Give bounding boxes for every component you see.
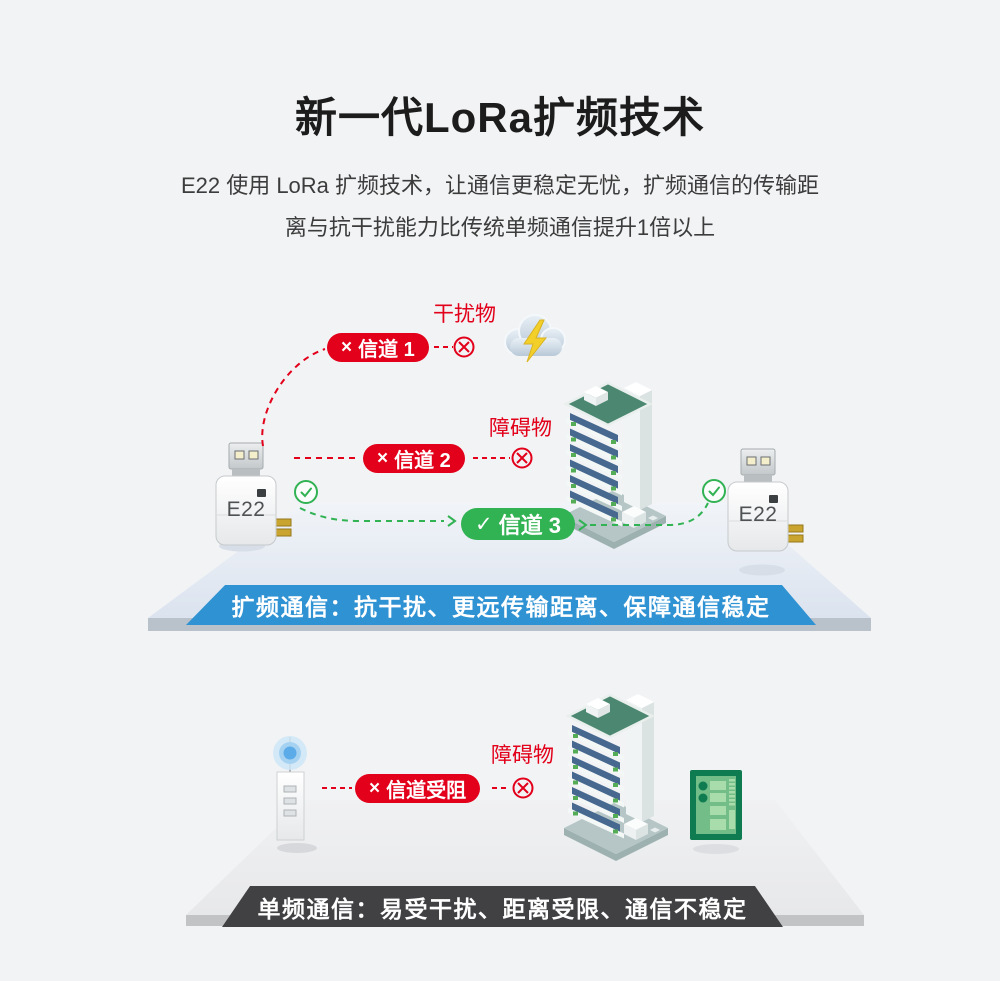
channel-3-pill: ✓ 信道 3 — [461, 508, 575, 540]
interference-cloud-icon — [504, 314, 566, 363]
channel3-arrow-left — [447, 515, 457, 527]
channel-2-pill: × 信道 2 — [363, 444, 465, 473]
obstacle-label-1: 障碍物 — [489, 417, 552, 440]
page-title: 新一代LoRa扩频技术 — [294, 94, 705, 141]
channel3-path-right — [590, 502, 709, 526]
channel-2-label: 信道 2 — [394, 450, 451, 472]
device-right-label: E22 — [738, 503, 778, 526]
blocked-icon-single — [512, 777, 534, 799]
channel3-arrow-right — [578, 519, 588, 531]
tower-shadow — [277, 843, 317, 853]
blocked-icon-channel2 — [511, 447, 533, 469]
obstacle-label-2: 障碍物 — [491, 744, 554, 767]
blocked-channel-label: 信道受阻 — [386, 780, 467, 802]
device-left-label: E22 — [226, 498, 266, 521]
intro-line-2: 离与抗干扰能力比传统单频通信提升1倍以上 — [284, 215, 716, 240]
single-banner: 单频通信：易受干扰、距离受限、通信不稳定 — [222, 886, 783, 927]
single-banner-text: 单频通信：易受干扰、距离受限、通信不稳定 — [257, 895, 748, 922]
interference-label: 干扰物 — [433, 303, 496, 326]
building-icon — [562, 382, 666, 549]
blocked-icon-channel1 — [453, 336, 475, 358]
intro-line-1: E22 使用 LoRa 扩频技术，让通信更稳定无忧，扩频通信的传输距 — [180, 173, 820, 198]
spread-banner: 扩频通信：抗干扰、更远传输距离、保障通信稳定 — [186, 585, 816, 625]
channel1-path — [261, 348, 326, 447]
antenna-tower-icon — [273, 736, 307, 841]
check-icon: ✓ — [475, 512, 493, 536]
pcb-shadow — [693, 844, 739, 854]
channel-3-label: 信道 3 — [498, 513, 561, 538]
cross-icon: × — [369, 778, 381, 799]
cross-icon: × — [341, 337, 353, 358]
blocked-channel-pill: × 信道受阻 — [355, 774, 481, 803]
pcb-module-icon — [690, 770, 742, 840]
e22-device-right — [727, 448, 804, 552]
intro-text: E22 使用 LoRa 扩频技术，让通信更稳定无忧，扩频通信的传输距 离与抗干扰… — [0, 165, 1000, 249]
e22-device-left — [215, 442, 292, 546]
check-circle-right — [702, 479, 726, 503]
cross-icon: × — [377, 448, 389, 469]
building-icon-2 — [564, 694, 668, 861]
channel-1-pill: × 信道 1 — [327, 333, 429, 362]
check-circle-left — [294, 480, 318, 504]
device-right-shadow — [739, 564, 785, 576]
channel-1-label: 信道 1 — [358, 339, 415, 361]
spread-banner-text: 扩频通信：抗干扰、更远传输距离、保障通信稳定 — [231, 594, 771, 620]
channel3-path-left — [299, 507, 444, 522]
